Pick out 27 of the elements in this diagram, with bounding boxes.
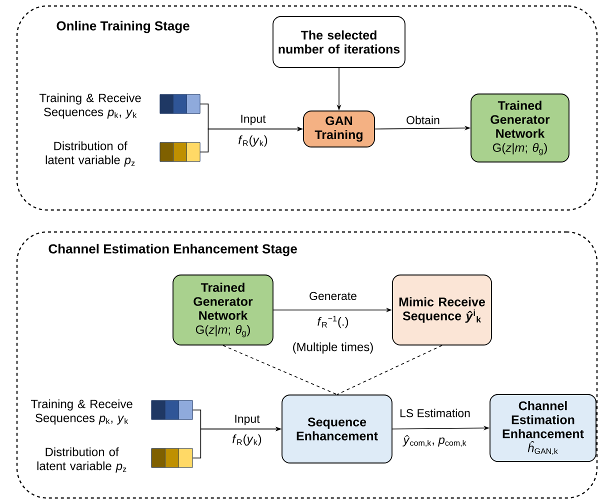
input-label: Distribution of latent variable p$_{z}$ bbox=[37, 447, 126, 473]
note-label: (Multiple times) bbox=[291, 341, 375, 355]
input-label: Training & Receive Sequences p$_{k}$, y$_{k}$ bbox=[30, 399, 132, 425]
sequence-bar bbox=[151, 448, 193, 468]
edge-label: LS Estimation bbox=[398, 408, 472, 418]
sequence-bar bbox=[151, 400, 193, 420]
stage-title: Channel Estimation Enhancement Stage bbox=[48, 244, 297, 256]
edge-label: Input bbox=[233, 414, 261, 426]
formula-label: f$_{R}$$^{−1}$(.) bbox=[316, 314, 350, 330]
process-box: Mimic Receive Sequence ŷ$^{i}$k bbox=[392, 274, 492, 346]
process-box: Trained Generator Network G(z|m; θ$_{g}$) bbox=[172, 274, 274, 346]
sequence-bar bbox=[160, 94, 200, 114]
input-label: Training & Receive Sequences p$_{k}$, y$_{k}$ bbox=[39, 93, 141, 119]
input-label: Distribution of latent variable p$_{z}$ bbox=[46, 141, 135, 167]
process-box: Sequence Enhancement bbox=[282, 394, 392, 464]
process-box: GAN Training bbox=[303, 110, 375, 148]
formula-label: ŷ$_{com,k}$, p$_{com,k}$ bbox=[402, 434, 468, 448]
edge-label: Obtain bbox=[405, 114, 441, 126]
formula-label: f$_{R}$(y$_{k}$) bbox=[237, 134, 269, 148]
process-box: Channel Estimation Enhancement ĥ$_{GAN,k}$ bbox=[490, 394, 596, 462]
process-box: The selected number of iterations bbox=[272, 16, 406, 68]
edge-label: Generate bbox=[308, 290, 358, 302]
edge-label: Input bbox=[239, 114, 267, 126]
sequence-bar bbox=[160, 142, 200, 162]
formula-label: f$_{R}$(y$_{k}$) bbox=[231, 433, 263, 447]
stage-title: Online Training Stage bbox=[56, 20, 190, 34]
process-box: Trained Generator Network G(z|m; θ$_{g}$) bbox=[470, 94, 570, 162]
